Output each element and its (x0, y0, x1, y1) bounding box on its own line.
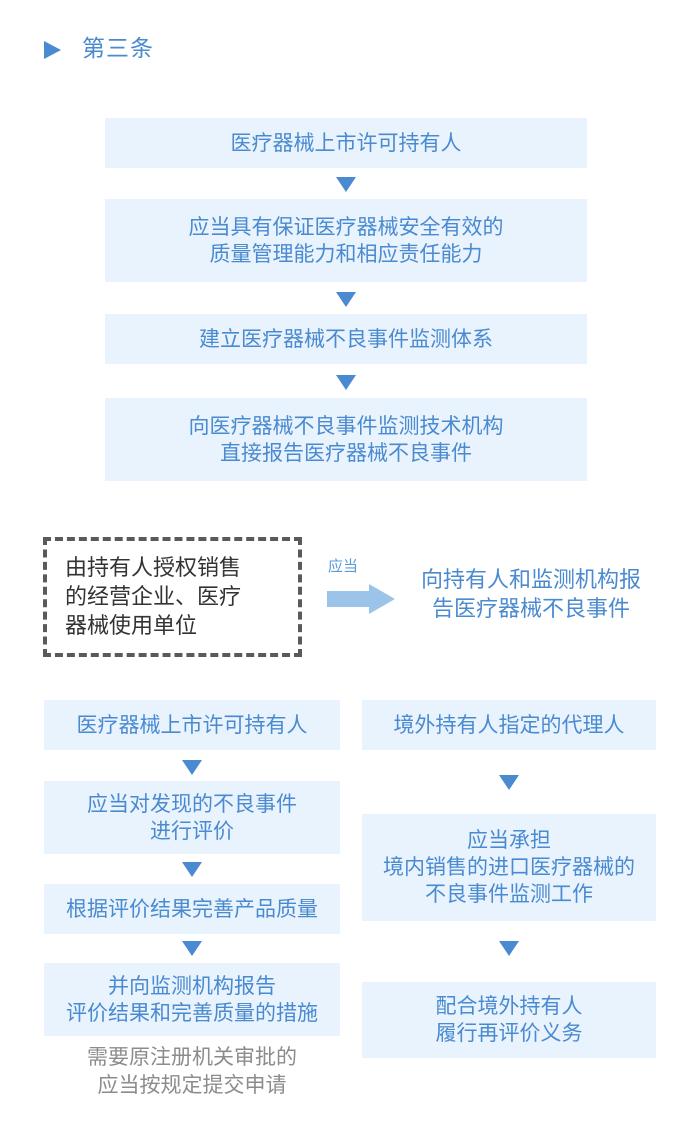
arrow-down-triangle-icon (336, 292, 356, 307)
arrow-down-triangle-icon (336, 177, 356, 192)
left-step-3: 根据评价结果完善产品质量 (44, 884, 340, 934)
main-step-4: 向医疗器械不良事件监测技术机构 直接报告医疗器械不良事件 (105, 398, 587, 481)
main-step-1: 医疗器械上市许可持有人 (105, 118, 587, 168)
arrow-down-triangle-icon (499, 775, 519, 790)
left-step-2: 应当对发现的不良事件 进行评价 (44, 781, 340, 854)
right-step-2: 应当承担 境内销售的进口医疗器械的 不良事件监测工作 (362, 814, 656, 921)
arrow-down-triangle-icon (182, 760, 202, 775)
report-obligation-text: 向持有人和监测机构报 告医疗器械不良事件 (420, 568, 641, 622)
approval-note: 需要原注册机关审批的 应当按规定提交申请 (87, 1045, 297, 1097)
main-step-2: 应当具有保证医疗器械安全有效的 质量管理能力和相应责任能力 (105, 199, 587, 282)
main-step-3: 建立医疗器械不良事件监测体系 (105, 314, 587, 364)
left-step-1: 医疗器械上市许可持有人 (44, 700, 340, 750)
arrow-label: 应当 (328, 557, 359, 575)
arrow-down-triangle-icon (182, 941, 202, 956)
arrow-down-triangle-icon (336, 375, 356, 390)
authorized-parties-box: 由持有人授权销售 的经营企业、医疗 器械使用单位 (43, 537, 302, 657)
article-title: 第三条 (82, 36, 154, 62)
arrow-right-icon (327, 584, 395, 614)
right-step-1: 境外持有人指定的代理人 (362, 700, 656, 750)
left-step-4: 并向监测机构报告 评价结果和完善质量的措施 (44, 963, 340, 1036)
arrow-down-triangle-icon (182, 862, 202, 877)
arrow-down-triangle-icon (499, 941, 519, 956)
right-step-3: 配合境外持有人 履行再评价义务 (362, 982, 656, 1058)
play-triangle-icon (44, 41, 61, 59)
